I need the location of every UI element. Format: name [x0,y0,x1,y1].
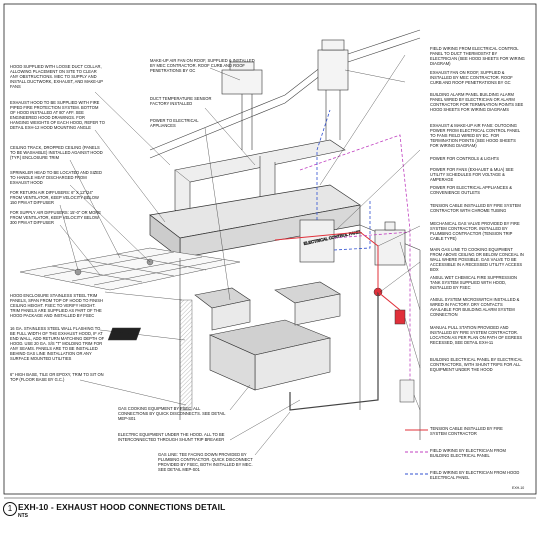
note-base-trim: 6" HIGH BASE, TILE OR EPOXY, TRIM TO SIT… [10,372,104,382]
sheet-reference: EXH-10 [512,486,525,490]
sheet-border [3,3,537,495]
note-electric-equipment: ELECTRIC EQUIPMENT UNDER THE HOOD. ALL T… [118,432,225,442]
note-ansul-microswitch: ANSUL SYSTEM MICROSWITCH INSTALLED & WIR… [430,297,520,317]
detail-scale: NTS [18,513,28,519]
note-power-controls: POWER FOR CONTROLS & LIGHTS [430,156,499,161]
building-wiring-panel [333,231,411,239]
wall-base-tile [179,299,193,411]
tension-cable-run [274,231,379,292]
note-main-gas-line: MAIN GAS LINE TO COOKING EQUIPMENT FROM … [430,247,524,272]
gas-line [289,292,379,411]
note-gas-cooking-equipment: GAS COOKING EQUIPMENT BY FSEC. ALL CONNE… [118,406,226,421]
note-duct-sensor: DUCT TEMPERATURE SENSOR FACTORY INSTALLE… [150,96,212,106]
note-return-air: FOR RETURN AIR DIFFUSERS: 6" X 12"/24" F… [10,190,99,205]
hood-wiring-run [316,109,331,220]
detail-number-bubble: 1 [3,502,17,516]
note-duct-collar: HOOD SUPPLIED WITH LOOSE DUCT COLLAR, AL… [10,64,103,89]
note-manual-pull-station: MANUAL PULL STATION PROVIDED AND INSTALL… [430,325,523,345]
detail-title: EXH-10 - EXHAUST HOOD CONNECTIONS DETAIL [18,502,226,512]
note-power-appliances: POWER TO ELECTRICAL APPLIANCES [150,118,199,128]
note-fan-power: EXHAUST & MAKE-UP AIR FANS: OUTGOING POW… [430,123,520,148]
note-power-fans: POWER FOR FANS (EXHAUST & MUA) SEE UTILI… [430,167,514,182]
note-makeup-air-fan: MAKE-UP AIR FAN ON ROOF, SUPPLIED & INST… [150,58,255,73]
note-fire-piped-hood: EXHAUST HOOD TO BE SUPPLIED WITH FIRE PI… [10,100,105,130]
note-building-alarm-panel: BUILDING ALARM PANEL BUILDING ALARM PANE… [430,92,524,112]
leader-lines [59,54,421,456]
ansul-tank [374,221,406,266]
makeup-air-fan [221,61,263,150]
exhaust-hood [149,184,361,259]
note-ceiling-track: CEILING TRACK, DROPPED CEILING (PANELS T… [10,145,103,160]
hood-wiring-fan [333,200,371,251]
note-sprinkler-head: SPRINKLER HEAD TO BE LOCATED AND SIZED T… [10,170,102,185]
note-wall-flashing: 16 GA. STAINLESS STEEL WALL FLASHING TO … [10,326,105,361]
legend-tension-cable: TENSION CABLE INSTALLED BY FIRE SYSTEM C… [430,426,503,436]
dropped-ceiling [19,247,241,291]
note-mechanical-gas-valve: MECHANICAL GAS VALVE PROVIDED BY FIRE SY… [430,221,520,241]
note-supply-air: FOR SUPPLY AIR DIFFUSERS: 15'-0" OR MORE… [10,210,102,225]
note-tension-cable: TENSION CABLE INSTALLED BY FIRE SYSTEM C… [430,203,521,213]
cooking-equipment [107,281,341,391]
building-electrical-panel [399,379,415,403]
exhaust-fan [317,39,349,140]
note-trim-panels: HOOD ENCLOSURE STAINLESS STEEL TRIM PANE… [10,293,103,318]
manual-pull-station [394,309,406,325]
note-power-outlets: POWER FOR ELECTRICAL APPLIANCES & CONVEN… [430,185,512,195]
tension-cable-pull [377,291,401,311]
note-gas-line-tee: GAS LINE: TEE FACING DOWN PROVIDED BY PL… [158,452,253,472]
legend-building-wiring: FIELD WIRING BY ELECTRICIAN FROM BUILDIN… [430,448,506,458]
note-exhaust-fan: EXHAUST FAN ON ROOF, SUPPLIED & INSTALLE… [430,70,513,85]
note-building-electrical-panel: BUILDING ELECTRICAL PANEL BY ELECTRICAL … [430,357,523,372]
note-field-wiring-thermostat: FIELD WIRING FROM ELECTRICAL CONTROL PAN… [430,46,525,66]
legend-hood-wiring: FIELD WIRING BY ELECTRICIAN FROM HOOD EL… [430,470,520,480]
note-ansul-tank: ANSUL WET CHEMICAL FIRE SUPPRESSION TANK… [430,275,517,290]
building-wiring-run [299,134,411,380]
